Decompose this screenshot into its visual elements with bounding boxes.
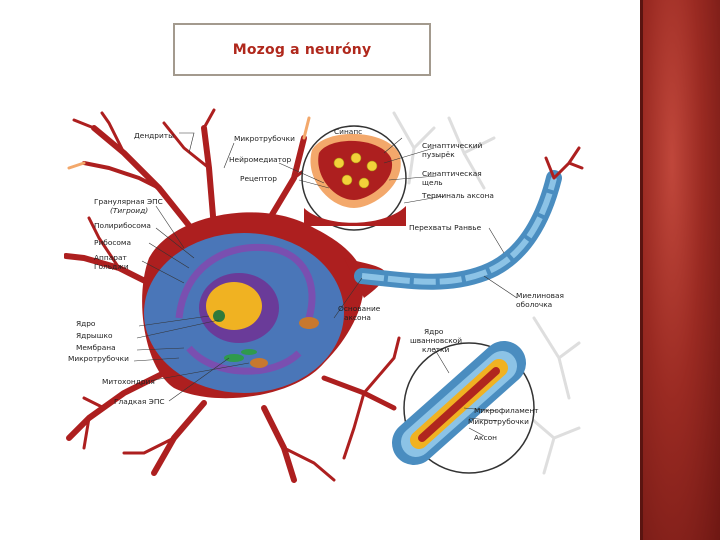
label-mitochondria: Митохондрия (102, 377, 155, 386)
smooth-er (224, 349, 257, 362)
label-synaptic-cleft-1: Синаптическая (422, 169, 482, 178)
axon-terminal (544, 146, 584, 180)
neuron-diagram: Дендриты Микротрубочки Нейромедиатор Рец… (64, 108, 584, 483)
label-nucleus: Ядро (76, 319, 96, 328)
label-myelin-1: Миелиновая (516, 291, 564, 300)
slide-title: Mozog a neuróny (232, 41, 372, 58)
label-axon-terminal: Терминаль аксона (421, 191, 494, 200)
label-microfilament: Микрофиламент (474, 406, 539, 415)
label-synaptic-vesicle-2: пузырёк (422, 150, 455, 159)
label-schwann-2: шванновской (410, 336, 462, 345)
label-microtubules-top: Микротрубочки (234, 134, 295, 143)
label-ribosome: Рибосома (94, 238, 131, 247)
label-myelin-2: оболочка (516, 300, 552, 309)
label-synaptic-cleft-2: щель (422, 178, 443, 187)
title-box: Mozog a neuróny (173, 23, 431, 76)
decorative-sidebar (640, 0, 720, 540)
er-folds (175, 243, 316, 375)
label-ranvier-nodes: Перехваты Ранвье (409, 223, 482, 232)
label-synapse: Синапс (334, 127, 362, 136)
label-schwann-3: клетки (422, 345, 450, 354)
label-axon-hillock-1: Основание (338, 304, 381, 313)
label-dendrites: Дендриты (134, 131, 174, 140)
dendrites (64, 108, 401, 483)
label-microtubules-bottom: Микротрубочки (468, 417, 529, 426)
label-golgi-2: Гольджи (94, 262, 129, 271)
nucleus-inner (206, 282, 262, 330)
label-membrane: Мембрана (76, 343, 116, 352)
label-axon-hillock-2: аксона (344, 313, 371, 322)
label-nucleolus: Ядрышко (76, 331, 113, 340)
label-golgi-1: Аппарат (94, 253, 127, 262)
label-axon: Аксон (474, 433, 497, 442)
label-receptor: Рецептор (240, 174, 277, 183)
label-rough-er-sub: (Тигроид) (110, 206, 148, 215)
axon-myelin (354, 170, 562, 290)
mitochondria (250, 317, 319, 368)
label-rough-er: Гранулярная ЭПС (94, 197, 163, 206)
label-schwann-1: Ядро (424, 327, 444, 336)
label-neurotransmitter: Нейромедиатор (229, 155, 292, 164)
label-microtubules-left: Микротрубочки (68, 354, 129, 363)
label-smooth-er: Гладкая ЭПС (114, 397, 165, 406)
label-polyribosome: Полирибосома (94, 221, 151, 230)
nucleolus (213, 310, 225, 322)
sidebar-edge (640, 0, 643, 540)
synapse-inset (301, 125, 407, 231)
axon-crosssection-inset (392, 341, 535, 474)
label-synaptic-vesicle-1: Синаптический (422, 141, 483, 150)
leader-lines (133, 132, 518, 437)
